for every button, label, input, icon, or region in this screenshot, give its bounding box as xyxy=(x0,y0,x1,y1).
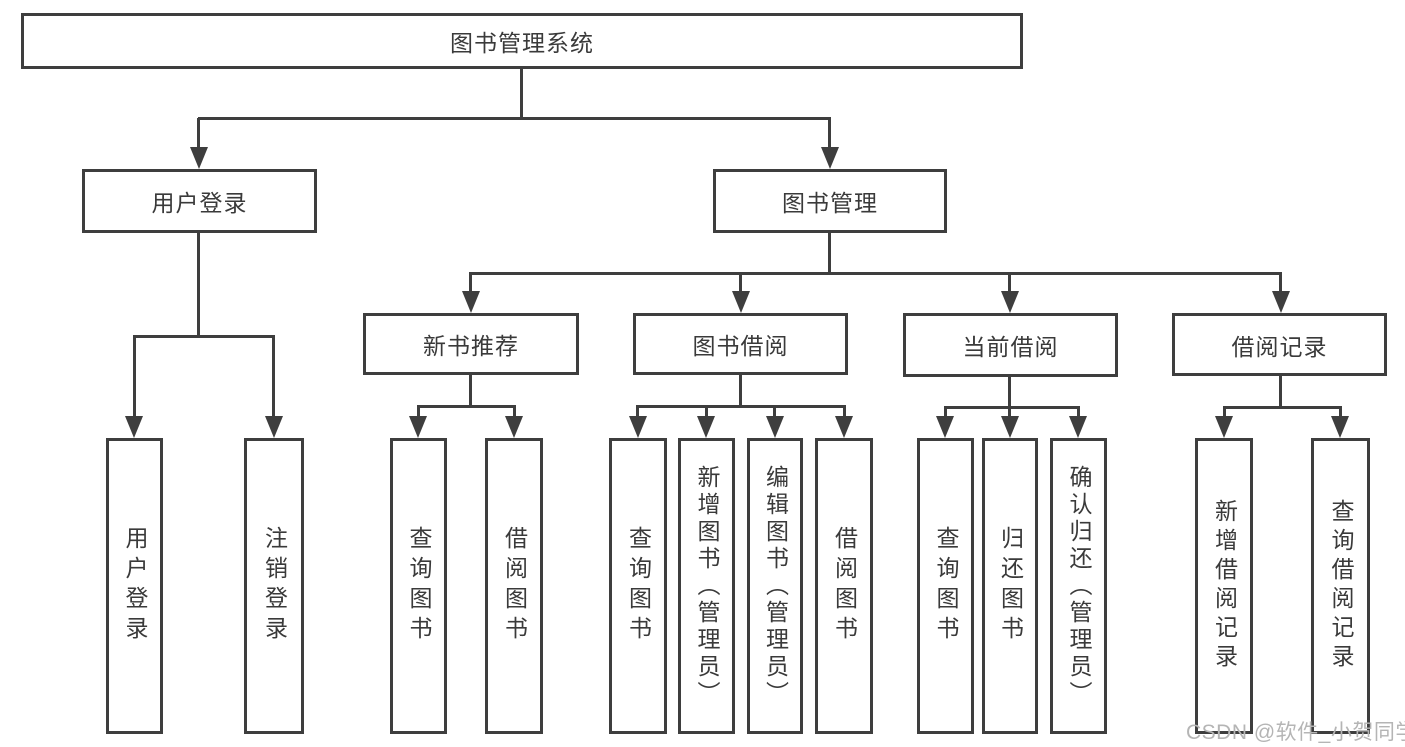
connector-current-borrow-split xyxy=(944,406,1080,409)
arrow-down-icon xyxy=(190,147,208,169)
node-new-book-rec-label: 新书推荐 xyxy=(423,333,519,359)
leaf-query-record-label: 查询借阅记录 xyxy=(1328,499,1354,673)
connector-drop-book-mgmt xyxy=(828,118,831,158)
leaf-logout-label: 注销登录 xyxy=(261,526,288,646)
node-current-borrow-label: 当前借阅 xyxy=(962,334,1059,360)
node-user-login: 用户登录 xyxy=(82,169,317,233)
leaf-return-books: 归还图书 xyxy=(982,438,1038,734)
leaf-query-books-3-label: 查询图书 xyxy=(933,526,959,646)
leaf-query-books-2: 查询图书 xyxy=(609,438,667,734)
arrow-down-icon xyxy=(697,416,715,438)
node-book-mgmt: 图书管理 xyxy=(713,169,947,233)
connector-book-borrow-split xyxy=(636,405,846,408)
connector-new-book-rec-split xyxy=(417,405,516,408)
leaf-edit-books-label: 编辑图书（管理员） xyxy=(762,464,789,708)
leaf-confirm-return-label: 确认归还（管理员） xyxy=(1066,464,1092,708)
connector-book-borrow-stem xyxy=(739,375,742,407)
leaf-add-record: 新增借阅记录 xyxy=(1195,438,1253,734)
connector-root-stem xyxy=(520,69,523,119)
leaf-query-books-2-label: 查询图书 xyxy=(625,526,652,646)
node-book-borrow: 图书借阅 xyxy=(633,313,848,375)
leaf-query-books-1: 查询图书 xyxy=(390,438,447,734)
connector-borrow-records-stem xyxy=(1279,376,1282,408)
connector-drop-new-book-rec xyxy=(469,273,472,303)
arrow-down-icon xyxy=(1069,416,1087,438)
connector-drop-current-borrow xyxy=(1008,273,1011,303)
arrow-down-icon xyxy=(1001,291,1019,313)
connector-current-borrow-stem xyxy=(1008,377,1011,408)
leaf-confirm-return: 确认归还（管理员） xyxy=(1050,438,1107,734)
csdn-watermark: CSDN @软件_小贺同学 xyxy=(1186,721,1405,744)
arrow-down-icon xyxy=(505,416,523,438)
connector-drop-user-login xyxy=(197,118,200,158)
leaf-logout: 注销登录 xyxy=(244,438,304,734)
arrow-down-icon xyxy=(409,416,427,438)
connector-book-mgmt-stem xyxy=(828,233,831,274)
connector-drop-book-borrow xyxy=(739,273,742,303)
arrow-down-icon xyxy=(462,291,480,313)
connector-drop-borrow-records xyxy=(1279,273,1282,303)
arrow-down-icon xyxy=(265,416,283,438)
node-root-label: 图书管理系统 xyxy=(450,30,594,56)
leaf-add-books: 新增图书（管理员） xyxy=(678,438,735,734)
arrow-down-icon xyxy=(1215,416,1233,438)
leaf-return-books-label: 归还图书 xyxy=(997,526,1024,646)
leaf-borrow-books-1: 借阅图书 xyxy=(485,438,543,734)
arrow-down-icon xyxy=(1272,291,1290,313)
node-book-borrow-label: 图书借阅 xyxy=(692,333,789,359)
leaf-add-record-label: 新增借阅记录 xyxy=(1211,499,1238,673)
arrow-down-icon xyxy=(125,416,143,438)
connector-root-split xyxy=(198,117,831,120)
leaf-query-record: 查询借阅记录 xyxy=(1311,438,1370,734)
leaf-add-books-label: 新增图书（管理员） xyxy=(694,464,720,708)
arrow-down-icon xyxy=(766,416,784,438)
connector-drop-leaf-user-login xyxy=(133,336,136,426)
arrow-down-icon xyxy=(629,416,647,438)
arrow-down-icon xyxy=(936,416,954,438)
node-new-book-rec: 新书推荐 xyxy=(363,313,579,375)
leaf-user-login: 用户登录 xyxy=(106,438,163,734)
leaf-edit-books: 编辑图书（管理员） xyxy=(747,438,803,734)
connector-borrow-records-split xyxy=(1223,406,1342,409)
node-root: 图书管理系统 xyxy=(21,13,1023,69)
arrow-down-icon xyxy=(821,147,839,169)
leaf-borrow-books-1-label: 借阅图书 xyxy=(501,526,528,646)
node-user-login-label: 用户登录 xyxy=(151,190,248,216)
arrow-down-icon xyxy=(1331,416,1349,438)
connector-new-book-rec-stem xyxy=(469,375,472,407)
connector-drop-leaf-logout xyxy=(272,336,275,426)
leaf-borrow-books-2-label: 借阅图书 xyxy=(831,526,858,646)
arrow-down-icon xyxy=(1001,416,1019,438)
leaf-query-books-1-label: 查询图书 xyxy=(406,526,432,646)
connector-book-mgmt-split xyxy=(469,272,1282,275)
arrow-down-icon xyxy=(732,291,750,313)
node-book-mgmt-label: 图书管理 xyxy=(782,190,878,216)
connector-user-login-stem xyxy=(197,233,200,337)
leaf-user-login-label: 用户登录 xyxy=(122,526,148,646)
node-borrow-records-label: 借阅记录 xyxy=(1231,333,1328,360)
leaf-borrow-books-2: 借阅图书 xyxy=(815,438,873,734)
leaf-query-books-3: 查询图书 xyxy=(917,438,974,734)
node-borrow-records: 借阅记录 xyxy=(1172,313,1387,376)
connector-user-login-split xyxy=(133,335,275,338)
node-current-borrow: 当前借阅 xyxy=(903,313,1118,377)
arrow-down-icon xyxy=(835,416,853,438)
